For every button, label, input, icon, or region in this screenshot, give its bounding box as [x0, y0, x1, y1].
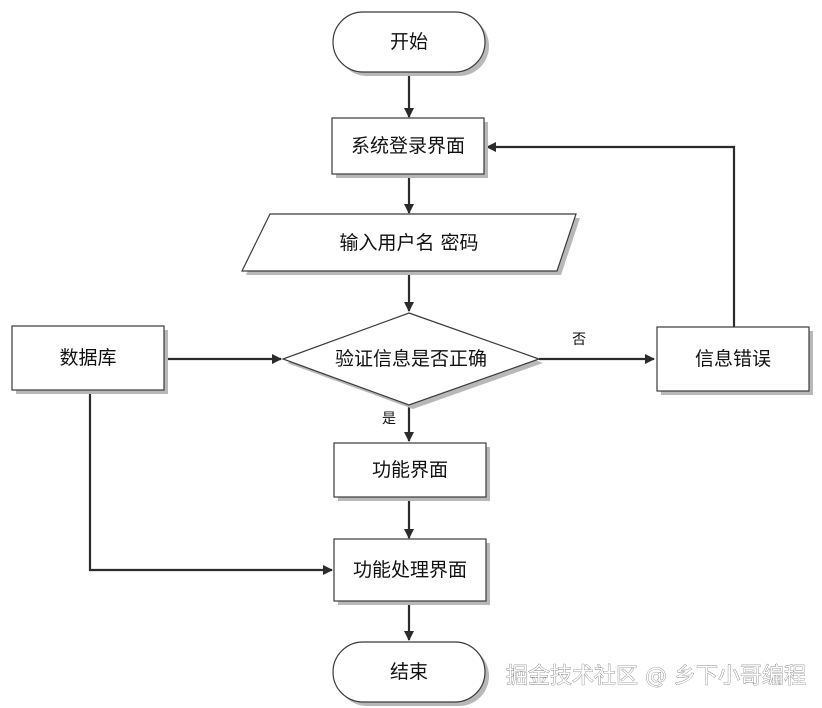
- node-start-label: 开始: [390, 31, 428, 53]
- watermark-text: 掘金技术社区 @ 乡下小哥编程: [506, 664, 806, 689]
- node-input-credentials-label: 输入用户名 密码: [339, 232, 478, 254]
- node-input-credentials: 输入用户名 密码: [241, 213, 580, 275]
- node-verify: 验证信息是否正确: [281, 312, 543, 409]
- node-start: 开始: [332, 11, 489, 76]
- edge-error-to-login: [486, 142, 736, 327]
- node-info-error: 信息错误: [656, 326, 813, 395]
- node-function-processing: 功能处理界面: [333, 538, 490, 605]
- edges: [88, 75, 736, 641]
- node-verify-label: 验证信息是否正确: [335, 348, 487, 370]
- node-info-error-label: 信息错误: [695, 348, 771, 370]
- edge-database-to-processing: [88, 392, 333, 575]
- node-function-screen-label: 功能界面: [372, 459, 448, 481]
- node-database: 数据库: [11, 325, 168, 394]
- node-function-processing-label: 功能处理界面: [353, 559, 467, 581]
- edge-label-no: 否: [572, 332, 586, 348]
- node-login-screen: 系统登录界面: [331, 117, 488, 178]
- node-login-screen-label: 系统登录界面: [351, 135, 465, 157]
- node-end-label: 结束: [390, 661, 428, 683]
- node-database-label: 数据库: [59, 347, 116, 369]
- edge-label-yes: 是: [382, 411, 396, 427]
- node-end: 结束: [332, 641, 489, 706]
- node-function-screen: 功能界面: [333, 442, 490, 501]
